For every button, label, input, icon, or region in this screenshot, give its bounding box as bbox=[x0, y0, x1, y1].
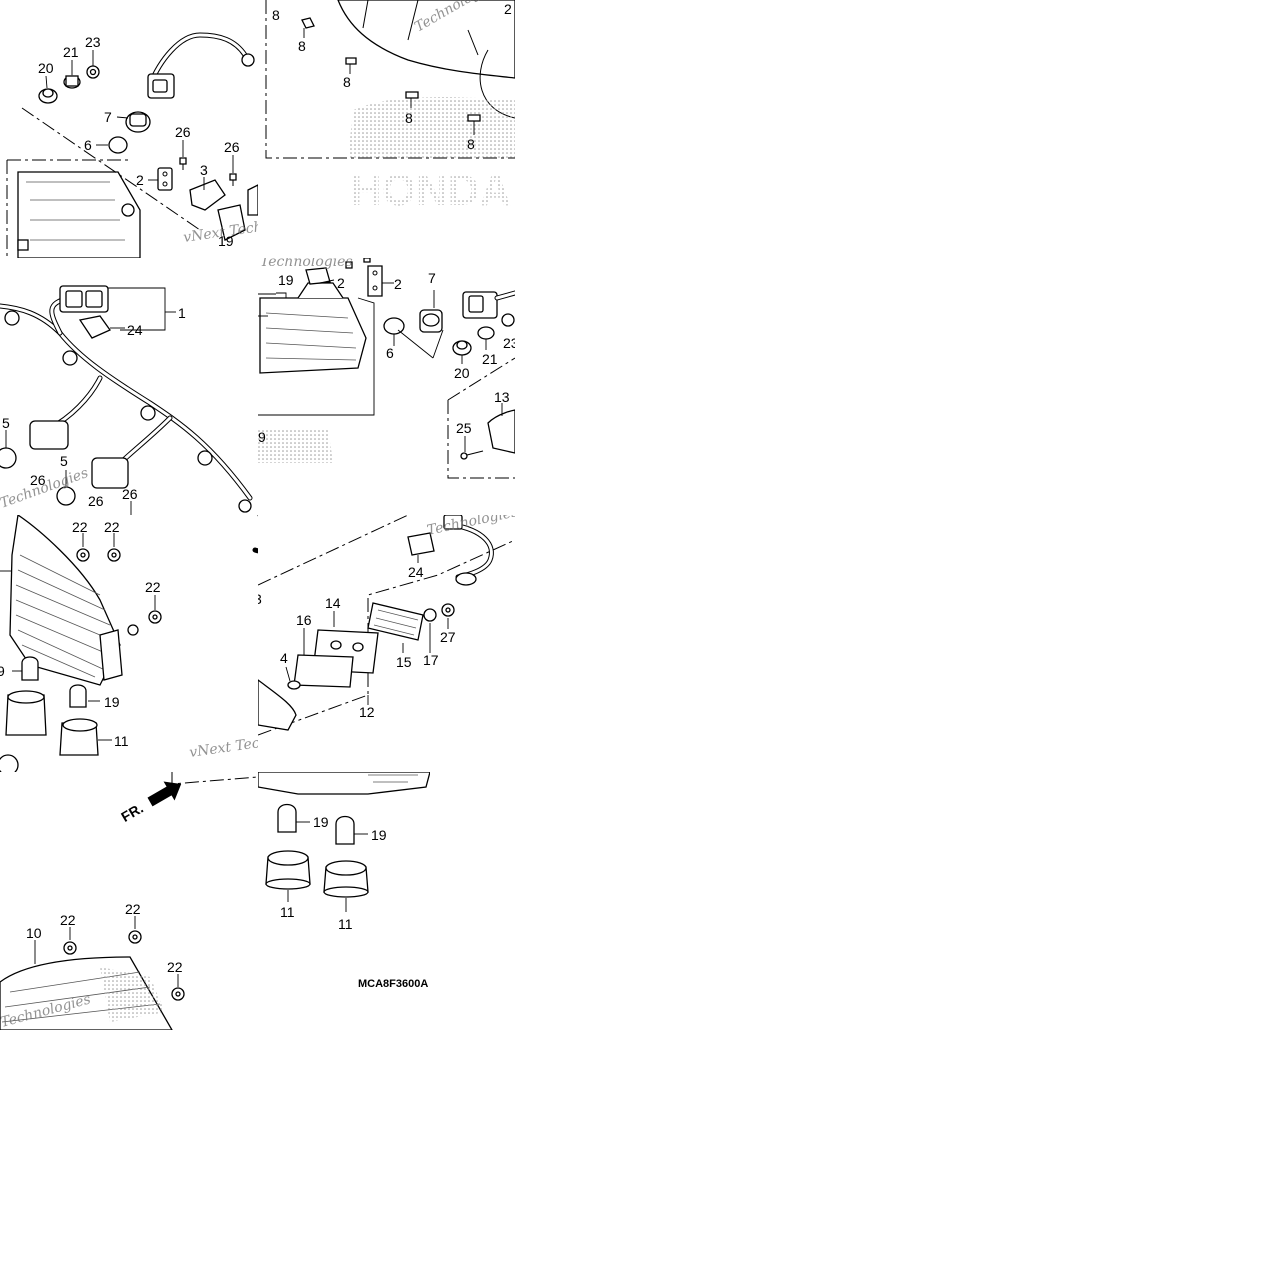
callout-12: 12 bbox=[359, 704, 375, 720]
watermark: vNext Technologies bbox=[188, 726, 258, 761]
callout-22: 22 bbox=[145, 579, 161, 595]
callout-16: 16 bbox=[296, 612, 312, 628]
callout-1: 1 bbox=[178, 305, 186, 321]
callout-15: 15 bbox=[396, 654, 412, 670]
callout-8: 8 bbox=[343, 74, 351, 90]
callout-24: 24 bbox=[127, 322, 143, 338]
callout-2: 2 bbox=[394, 276, 402, 292]
callout-19: 19 bbox=[104, 694, 120, 710]
callout-6: 6 bbox=[84, 137, 92, 153]
callout-23: 23 bbox=[503, 335, 515, 351]
callout-8: 8 bbox=[405, 110, 413, 126]
license-lamp-base-shape bbox=[293, 654, 354, 688]
diagram-tile-license-light: 24 3 14 16 15 17 27 4 12 Technologies bbox=[258, 515, 515, 772]
callout-22: 22 bbox=[167, 959, 183, 975]
callout-9: 9 bbox=[0, 663, 5, 679]
callout-17: 17 bbox=[423, 652, 439, 668]
callout-9: 9 bbox=[258, 429, 266, 445]
callout-19: 19 bbox=[278, 272, 294, 288]
callout-11: 11 bbox=[338, 916, 353, 932]
callout-22: 22 bbox=[125, 901, 141, 917]
callout-19: 19 bbox=[218, 233, 234, 249]
connector-shape bbox=[407, 532, 435, 556]
diagram-tile-wire-harness: 1 24 5 5 26 26 26 Technologies bbox=[0, 258, 258, 515]
callout-21: 21 bbox=[63, 44, 79, 60]
callout-20: 20 bbox=[454, 365, 470, 381]
callout-2: 2 bbox=[504, 1, 512, 17]
callout-5: 5 bbox=[2, 415, 10, 431]
diagram-tile-rear-cowl: HONDA 8 8 8 8 8 2 Technologies bbox=[258, 0, 515, 258]
callout-19: 19 bbox=[371, 827, 387, 843]
callout-6: 6 bbox=[386, 345, 394, 361]
callout-7: 7 bbox=[104, 109, 112, 125]
callout-22: 22 bbox=[104, 519, 120, 535]
headlight-unit-shape bbox=[259, 297, 367, 374]
callout-8: 8 bbox=[272, 7, 280, 23]
callout-4: 4 bbox=[280, 650, 288, 666]
diagram-tile-rear-lens-lower: FR. 22 22 10 22 vNext Technologies Techn… bbox=[0, 772, 258, 1030]
diagram-tile-headlight-right: 19 2 2 7 18 6 20 21 23 1 9 13 25 11 Tech… bbox=[258, 258, 515, 515]
svg-text:FR.: FR. bbox=[118, 800, 146, 825]
headlight-housing-shape bbox=[17, 171, 141, 258]
diagram-code: MCA8F3600A bbox=[358, 978, 428, 990]
callout-13: 13 bbox=[494, 389, 510, 405]
honda-logo-dotted: HONDA bbox=[350, 166, 511, 215]
callout-19: 19 bbox=[313, 814, 329, 830]
callout-11: 11 bbox=[114, 733, 129, 749]
watermark: Technologies bbox=[426, 515, 515, 539]
front-direction-arrow: FR. bbox=[118, 781, 182, 825]
callout-25: 25 bbox=[456, 420, 472, 436]
callout-22: 22 bbox=[60, 912, 76, 928]
callout-21: 21 bbox=[482, 351, 498, 367]
diagram-tile-headlight-upper-left: 8 20 21 23 7 6 26 26 2 3 19 vNext Techno… bbox=[0, 0, 258, 258]
callout-14: 14 bbox=[325, 595, 341, 611]
callout-22: 22 bbox=[72, 519, 88, 535]
callout-8: 8 bbox=[467, 136, 475, 152]
diagram-tile-sockets: 19 19 11 11 MCA8F3600A bbox=[258, 772, 430, 1030]
rear-cowl-shape bbox=[337, 0, 515, 79]
callout-2: 2 bbox=[136, 172, 144, 188]
callout-26: 26 bbox=[122, 486, 138, 502]
callout-26: 26 bbox=[88, 493, 104, 509]
diagram-tile-rear-lens-left: 22 22 22 9 19 11 vNext Technologies bbox=[0, 515, 258, 772]
bulb-shape bbox=[277, 803, 297, 833]
callout-2: 2 bbox=[337, 275, 345, 291]
callout-11: 11 bbox=[280, 904, 295, 920]
callout-7: 7 bbox=[428, 270, 436, 286]
callout-3: 3 bbox=[200, 162, 208, 178]
callout-26: 26 bbox=[224, 139, 240, 155]
callout-26: 26 bbox=[175, 124, 191, 140]
callout-23: 23 bbox=[85, 34, 101, 50]
callout-27: 27 bbox=[440, 629, 456, 645]
callout-26: 26 bbox=[30, 472, 46, 488]
callout-3: 3 bbox=[258, 591, 262, 607]
callout-24: 24 bbox=[408, 564, 424, 580]
watermark: Technologies bbox=[260, 258, 353, 270]
callout-10: 10 bbox=[26, 925, 42, 941]
callout-8: 8 bbox=[298, 38, 306, 54]
callout-20: 20 bbox=[38, 60, 54, 76]
tail-lens-shape bbox=[9, 515, 121, 686]
callout-5: 5 bbox=[60, 453, 68, 469]
